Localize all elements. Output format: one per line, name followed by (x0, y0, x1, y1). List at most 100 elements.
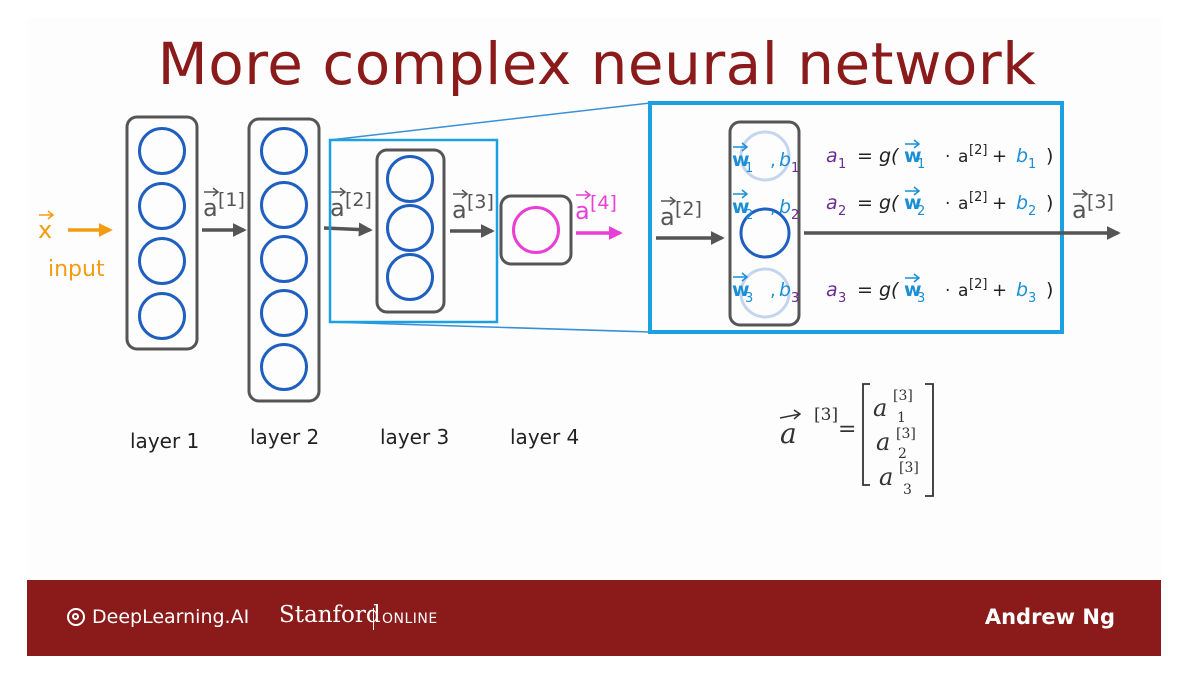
svg-text:2: 2 (838, 204, 846, 219)
svg-text:,: , (770, 280, 776, 301)
svg-text:3: 3 (745, 291, 753, 306)
layer-2-neuron (260, 181, 308, 229)
svg-text:+: + (992, 193, 1007, 214)
svg-text:): ) (1046, 279, 1053, 301)
svg-text:1: 1 (791, 161, 799, 176)
neural-network-diagram: x input a [1] a [2] (38, 101, 1121, 498)
layer-2-neuron (260, 343, 308, 391)
svg-text:[3]: [3] (1087, 191, 1114, 213)
arrow-a2 (323, 222, 373, 237)
layer-1-neuron (138, 127, 186, 175)
svg-text:2: 2 (917, 204, 925, 219)
brand-deeplearning: DeepLearning.AI (92, 606, 250, 628)
svg-text:+: + (992, 280, 1007, 301)
svg-text:1: 1 (838, 157, 846, 172)
unit-3-equation: a 3 = g( w 3 · a [2] + b 3 ) (826, 273, 1053, 306)
layer-1-label: layer 1 (130, 429, 199, 453)
layer-4-label: layer 4 (510, 425, 579, 449)
layer-1-neuron (138, 292, 186, 340)
svg-text:w: w (904, 192, 922, 214)
svg-text:2: 2 (1028, 204, 1036, 219)
svg-text:[2]: [2] (345, 189, 372, 211)
layer-3-neuron (386, 253, 434, 301)
layer-3-label: layer 3 (380, 425, 449, 449)
svg-text:[2]: [2] (675, 198, 702, 220)
slide-title: More complex neural network (157, 30, 1037, 98)
layer-3-box (375, 148, 446, 314)
svg-text:=: = (838, 417, 856, 442)
svg-text:a: a (575, 197, 590, 225)
svg-text:a: a (876, 428, 890, 456)
svg-text:x: x (38, 216, 52, 244)
unit-3-params: w 3 , b 3 (732, 272, 799, 306)
svg-text:[2]: [2] (969, 143, 987, 158)
layer-3-neuron (386, 155, 434, 203)
unit-1-params: w 1 , b 1 (732, 142, 799, 176)
layer-3-neuron (386, 204, 434, 252)
svg-text:= g(: = g( (857, 192, 900, 214)
brand-online: ONLINE (382, 611, 438, 627)
svg-text:3: 3 (791, 291, 799, 306)
brand-stanford: Stanford (279, 602, 381, 628)
svg-text:a: a (873, 394, 887, 422)
unit-2-params: w 2 , b 2 (732, 189, 799, 223)
svg-text:): ) (1046, 145, 1053, 167)
unit-2-equation: a 2 = g( w 2 · a [2] + b 2 ) (826, 186, 1053, 219)
label-a4: a [4] (575, 190, 617, 225)
svg-text:a: a (826, 145, 838, 167)
svg-text:a: a (826, 192, 838, 214)
zoom-layer-box (728, 120, 801, 327)
svg-text:[3]: [3] (896, 426, 916, 442)
layer-4-neuron (512, 206, 560, 254)
svg-text:3: 3 (838, 291, 846, 306)
zoom-panel (648, 101, 1064, 334)
svg-text:+: + (992, 146, 1007, 167)
svg-text:,: , (770, 197, 776, 218)
svg-text:[3]: [3] (893, 388, 913, 404)
svg-text:·: · (945, 194, 950, 214)
layer-2-neuron (260, 235, 308, 283)
zoom-output-label: a [3] (1072, 189, 1114, 224)
svg-text:w: w (732, 149, 750, 171)
svg-text:1: 1 (745, 161, 753, 176)
layer-3-highlight-box (328, 138, 499, 324)
brand-separator (373, 608, 374, 630)
layer-1-neuron (138, 182, 186, 230)
svg-text:1: 1 (1028, 157, 1036, 172)
svg-text:a: a (1072, 196, 1087, 224)
svg-text:3: 3 (917, 291, 925, 306)
input-x-label: x (38, 210, 55, 244)
zoom-neuron (739, 207, 791, 259)
svg-text:1: 1 (917, 157, 925, 172)
svg-text:a: a (958, 194, 968, 214)
zoom-line-top (329, 102, 651, 141)
svg-text:2: 2 (791, 208, 799, 223)
layer-2-neuron (260, 289, 308, 337)
label-a2: a [2] (330, 187, 372, 222)
svg-text:a: a (452, 196, 467, 224)
svg-text:b: b (779, 279, 791, 301)
svg-text:a: a (203, 194, 218, 222)
svg-text:[3]: [3] (467, 191, 494, 213)
svg-text:3: 3 (903, 482, 912, 498)
input-label: input (48, 257, 105, 282)
svg-text:): ) (1046, 192, 1053, 214)
svg-text:·: · (945, 281, 950, 301)
svg-text:a: a (660, 203, 675, 231)
footer-bar: DeepLearning.AI Stanford ONLINE Andrew N… (27, 580, 1161, 656)
layer-2-label: layer 2 (250, 425, 319, 449)
svg-text:b: b (1016, 145, 1028, 167)
svg-text:w: w (904, 145, 922, 167)
svg-text:[3]: [3] (814, 405, 838, 425)
svg-text:b: b (779, 196, 791, 218)
handwritten-vector: a [3] = a [3] 1 a [3] 2 a [3] 3 (779, 383, 934, 498)
layer-1-neuron (138, 237, 186, 285)
layer-2-box (247, 117, 321, 403)
svg-text:[3]: [3] (899, 460, 919, 476)
layer-2-neurons (260, 127, 308, 391)
svg-text:a: a (879, 463, 893, 491)
svg-text:·: · (945, 147, 950, 167)
label-a1: a [1] (203, 187, 245, 222)
zoom-neuron (739, 267, 791, 319)
slide-background (27, 18, 1161, 654)
